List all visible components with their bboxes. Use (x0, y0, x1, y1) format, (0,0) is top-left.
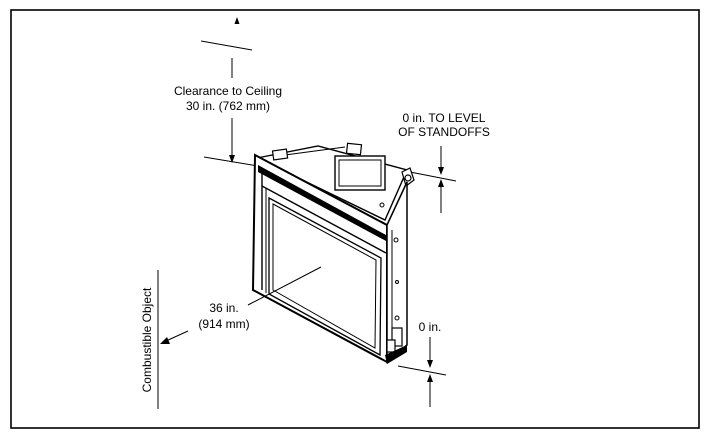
side-rivet-1 (393, 237, 399, 243)
combustible-object: Combustible Object (140, 270, 189, 409)
top-bracket-left (271, 148, 289, 161)
ceiling-down-arrowhead (229, 155, 235, 163)
width-label-line2: (914 mm) (198, 317, 249, 331)
ceiling-label-line2: 30 in. (762 mm) (186, 99, 270, 113)
top-bracket-mid (345, 142, 363, 156)
side-rivet-3 (394, 315, 400, 321)
top-arrowhead (234, 17, 240, 24)
ceiling-clearance-dimension: Clearance to Ceiling 30 in. (762 mm) (174, 17, 282, 167)
diagram-border (10, 9, 700, 429)
glass-panel-inner (272, 203, 377, 349)
width-label-line1: 36 in. (209, 301, 238, 315)
width-dimension: 36 in. (914 mm) (198, 266, 322, 331)
top-screw (379, 202, 385, 208)
bottom-clearance-dimension: 0 in. (397, 320, 447, 407)
standoffs-label-line1: 0 in. TO LEVEL (403, 111, 486, 125)
top-molding (258, 165, 386, 241)
top-molding-lower-edge (261, 185, 387, 254)
standoffs-label-line2: OF STANDOFFS (398, 125, 490, 139)
standoffs-extension-line (409, 171, 457, 182)
combustible-label: Combustible Object (140, 287, 154, 392)
top-edge-extension-line (203, 156, 259, 167)
corner-standoff (401, 167, 415, 188)
standoffs-up-arrowhead (438, 179, 444, 187)
ceiling-reference-line (200, 40, 253, 51)
glass-panel (268, 196, 382, 357)
top-rear-edge (284, 146, 346, 156)
side-bracket-lower (386, 339, 396, 353)
corner-standoff-bolt (404, 174, 412, 182)
fireplace-unit (251, 142, 415, 364)
ceiling-label-line1: Clearance to Ceiling (174, 84, 282, 98)
floor-extension-line (397, 365, 447, 376)
width-leader (247, 266, 322, 306)
base-foot (385, 345, 407, 364)
top-vent-box (334, 155, 386, 191)
bottom-label: 0 in. (419, 320, 442, 334)
bottom-down-arrowhead (427, 360, 433, 368)
combustible-arrowhead (160, 337, 170, 344)
side-rivet-2 (395, 280, 399, 284)
standoffs-down-arrowhead (438, 167, 444, 175)
standoffs-clearance-dimension: 0 in. TO LEVEL OF STANDOFFS (398, 111, 490, 213)
side-bracket (391, 327, 403, 347)
bottom-up-arrowhead (427, 374, 433, 382)
top-vent-box-inner (338, 159, 382, 187)
combustible-arrow-shaft (165, 330, 189, 342)
